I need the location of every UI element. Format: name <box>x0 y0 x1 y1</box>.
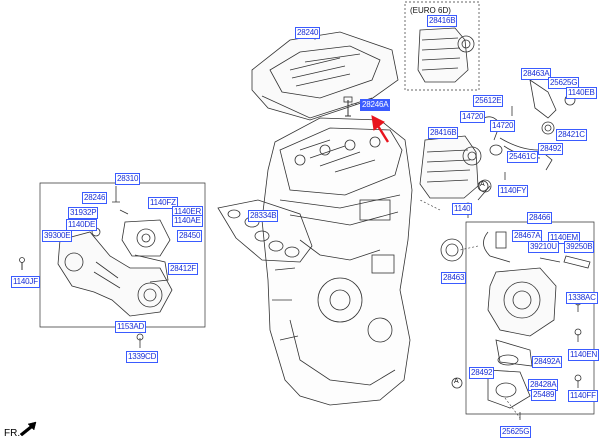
label-1140ff[interactable]: 1140FF <box>568 390 598 402</box>
gasket-28463 <box>440 238 464 262</box>
egr-valve <box>483 231 591 420</box>
label-25612e[interactable]: 25612E <box>473 95 504 107</box>
label-1140fy[interactable]: 1140FY <box>498 185 529 197</box>
label-1140fz[interactable]: 1140FZ <box>148 197 178 209</box>
label-28463[interactable]: 28463 <box>441 272 467 284</box>
circle-a-lower-letter: A <box>454 378 459 385</box>
label-28450[interactable]: 28450 <box>177 230 203 242</box>
egr-cooler-right <box>419 79 576 218</box>
label-1140[interactable]: 1140 <box>452 203 473 215</box>
engine-cover <box>251 31 399 121</box>
label-1339cd[interactable]: 1339CD <box>126 351 159 363</box>
label-31932p[interactable]: 31932P <box>68 207 99 219</box>
label-28334b[interactable]: 28334B <box>248 210 279 222</box>
label-28492-upper[interactable]: 28492 <box>538 143 564 155</box>
label-25625g[interactable]: 25625G <box>548 77 580 89</box>
label-28246a[interactable]: 28246A <box>360 99 391 111</box>
label-28466[interactable]: 28466 <box>527 212 553 224</box>
left-group-frame <box>39 182 206 328</box>
label-28240[interactable]: 28240 <box>295 27 321 39</box>
label-39250b[interactable]: 39250B <box>564 241 595 253</box>
front-arrow-icon <box>19 421 37 437</box>
label-1338ac[interactable]: 1338AC <box>566 292 598 304</box>
euro-6d-note: (EURO 6D) <box>410 6 451 15</box>
label-28492a[interactable]: 28492A <box>532 356 563 368</box>
label-1140eb[interactable]: 1140EB <box>566 87 597 99</box>
label-1140en[interactable]: 1140EN <box>568 349 600 361</box>
label-25461c[interactable]: 25461C <box>507 151 538 163</box>
circle-a-upper <box>477 180 489 192</box>
label-28412f[interactable]: 28412F <box>168 263 198 275</box>
label-25625g-lower[interactable]: 25625G <box>500 426 532 438</box>
front-direction-label: FR. <box>4 428 21 439</box>
label-1153ad[interactable]: 1153AD <box>115 321 147 333</box>
egr-cooler-euro6d <box>417 27 475 83</box>
egr-cooler-left <box>57 186 173 317</box>
red-arrow <box>371 115 390 143</box>
label-25489[interactable]: 25489 <box>531 389 557 401</box>
label-1140de[interactable]: 1140DE <box>66 219 98 231</box>
label-28467a[interactable]: 28467A <box>512 230 543 242</box>
label-28246[interactable]: 28246 <box>82 192 108 204</box>
label-28310[interactable]: 28310 <box>115 173 141 185</box>
label-14720-a[interactable]: 14720 <box>460 111 486 123</box>
label-14720-b[interactable]: 14720 <box>490 120 516 132</box>
label-1140ae[interactable]: 1140AE <box>172 215 203 227</box>
label-28416b-euro[interactable]: 28416B <box>427 15 458 27</box>
label-28421c[interactable]: 28421C <box>556 129 587 141</box>
manifold-gasket <box>217 199 313 263</box>
euro-6d-frame <box>404 1 480 91</box>
label-39210u[interactable]: 39210U <box>528 241 559 253</box>
engine-block <box>261 117 413 406</box>
label-39300e[interactable]: 39300E <box>42 230 73 242</box>
label-28492-lower[interactable]: 28492 <box>469 367 495 379</box>
circle-a-upper-letter: A <box>480 181 485 188</box>
label-28416b[interactable]: 28416B <box>428 127 459 139</box>
circle-a-lower <box>451 377 463 389</box>
label-1140jf[interactable]: 1140JF <box>11 276 40 288</box>
label-28463a[interactable]: 28463A <box>521 68 552 80</box>
